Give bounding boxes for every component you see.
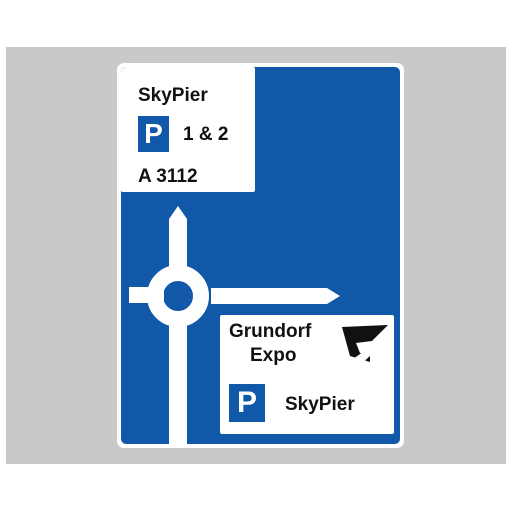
road-sign: SkyPier P 1 & 2 A 3112 Grundorf Expo P S… [117,63,404,448]
bottom-destination-panel: Grundorf Expo P SkyPier [220,315,394,434]
roundabout-ring [147,265,209,327]
parking-symbol: P [144,118,163,149]
top-destination-label: SkyPier [138,85,208,106]
expo-destination-line2: Expo [250,345,297,366]
roundabout-diagram [129,206,340,444]
south-road [169,317,187,444]
north-arrow [169,206,187,272]
road-number-label: A 3112 [138,166,198,187]
expo-destination-line1: Grundorf [229,321,312,342]
parking-destination-label: SkyPier [285,394,355,415]
top-destination-panel: SkyPier P 1 & 2 A 3112 [121,67,255,192]
sign-face: SkyPier P 1 & 2 A 3112 Grundorf Expo P S… [121,67,400,444]
grundorf-expo-logo-icon [342,325,388,367]
east-arrow [211,288,340,304]
parking-icon: P [138,116,169,152]
parking-icon: P [229,384,265,422]
parking-numbers-label: 1 & 2 [183,124,229,145]
parking-symbol: P [236,386,257,419]
